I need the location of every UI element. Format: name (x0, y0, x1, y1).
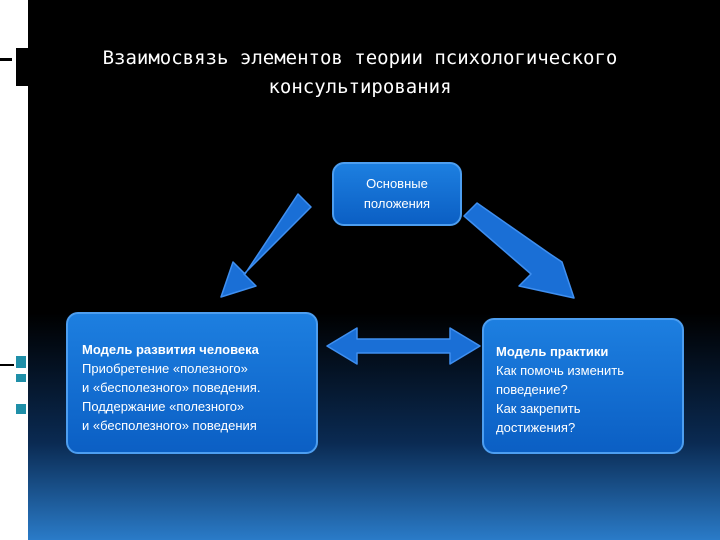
box-practice-model: Модель практики Как помочь изменить пове… (482, 318, 684, 454)
arrow-double-horizontal (326, 327, 481, 365)
right-box-line-4: достижения? (496, 420, 576, 435)
left-box-line-4: и «бесполезного» поведения (82, 418, 257, 433)
right-box-heading: Модель практики (496, 344, 609, 359)
title-line-1: Взаимосвязь элементов теории психологиче… (102, 47, 618, 69)
right-box-line-3: Как закрепить (496, 401, 581, 416)
box-main-principles: Основные положения (332, 162, 462, 226)
left-box-heading: Модель развития человека (82, 342, 259, 357)
title-line-2: консультирования (268, 76, 452, 98)
top-box-line-1: Основные (366, 176, 428, 191)
box-development-model: Модель развития человека Приобретение «п… (66, 312, 318, 454)
slide-left-frame (0, 0, 28, 540)
decor-bar-mid-3 (16, 404, 26, 414)
right-box-line-1: Как помочь изменить (496, 363, 624, 378)
left-box-line-2: и «бесполезного» поведения. (82, 380, 261, 395)
decor-bar-mid-2 (16, 374, 26, 382)
arrow-left-diagonal (220, 193, 312, 298)
decor-bar-mid-1 (16, 356, 26, 368)
decor-bar-top (16, 48, 30, 86)
right-box-line-2: поведение? (496, 382, 568, 397)
left-box-line-1: Приобретение «полезного» (82, 361, 248, 376)
decor-bar-mid-thin (0, 364, 14, 366)
arrow-right-diagonal (463, 202, 575, 299)
top-box-line-2: положения (363, 196, 431, 211)
left-box-line-3: Поддержание «полезного» (82, 399, 245, 414)
slide-title: Взаимосвязь элементов теории психологиче… (60, 44, 660, 102)
decor-bar-top-thin (0, 58, 12, 61)
